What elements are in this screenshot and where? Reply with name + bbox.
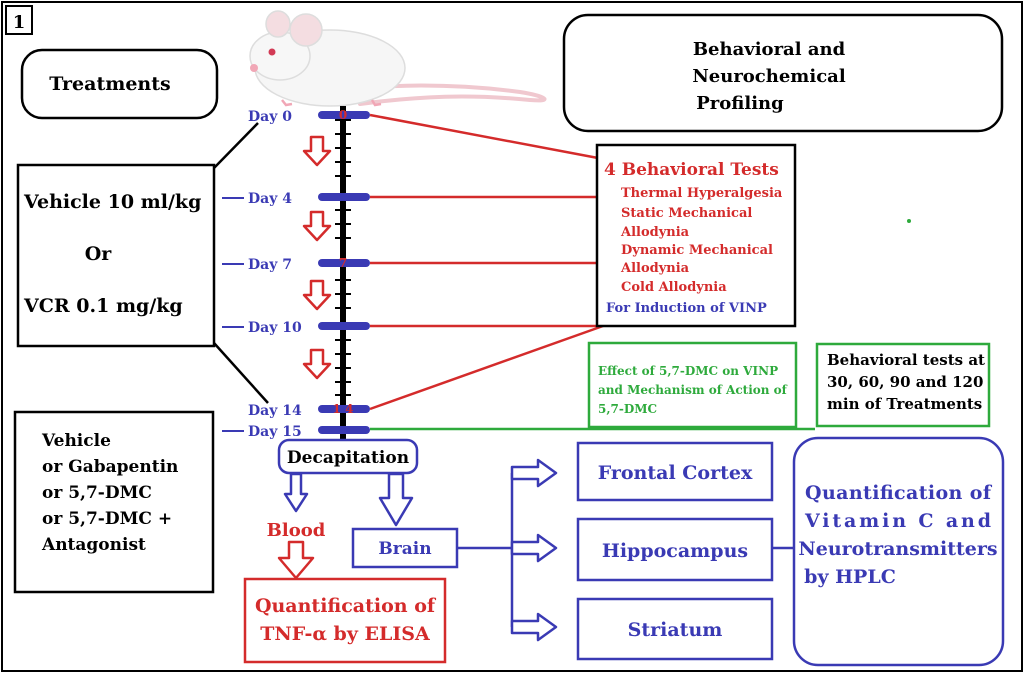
profiling-title-line-2: Neurochemical: [692, 66, 845, 87]
profiling-title-box: [562, 13, 1004, 133]
hplc-line-2: Vitamin C and: [804, 510, 991, 532]
behavioral-tests-title: 4 Behavioral Tests: [604, 160, 779, 180]
effect-line-1: Effect of 5,7-DMC on VINP: [598, 364, 778, 378]
treatment-group-box: [13, 410, 215, 594]
elisa-line-1: Quantification of: [255, 595, 437, 617]
down-arrow-icon: [302, 210, 332, 242]
timing-box: [815, 342, 991, 428]
behavioral-tests-box: [595, 143, 797, 328]
day-label-0: Day 0: [248, 109, 292, 125]
decapitation-label: Decapitation: [287, 448, 409, 468]
blood-label: Blood: [267, 520, 326, 541]
day-label-15: Day 15: [248, 424, 302, 440]
behavioral-test-connectors: [369, 113, 604, 411]
marker-day-4: [318, 193, 370, 201]
day-label-14: Day 14: [248, 403, 302, 419]
induction-or: Or: [85, 243, 113, 265]
down-arrow-icon: [302, 279, 332, 311]
treatment-gabapentin: or Gabapentin: [42, 457, 178, 477]
effect-box: [587, 341, 798, 429]
induction-vcr: VCR 0.1 mg/kg: [23, 295, 183, 317]
timing-line-2: 30, 60, 90 and 120: [827, 373, 983, 391]
behavioral-test-item: Dynamic Mechanical: [621, 243, 773, 258]
marker-day-15: [318, 426, 370, 434]
right-arrow-icon: [510, 458, 558, 488]
induction-connector-top: [213, 122, 259, 169]
green-dot: [907, 219, 911, 223]
down-arrow-icon: [283, 472, 309, 513]
region-hippocampus-box: [576, 517, 774, 582]
brain-box: [351, 527, 459, 569]
induction-connector-bottom: [213, 342, 269, 404]
treatment-vehicle: Vehicle: [41, 431, 111, 451]
treatments-title-box: [20, 48, 219, 120]
behavioral-tests-footer: For Induction of VINP: [606, 301, 767, 316]
timing-line-1: Behavioral tests at: [827, 351, 985, 369]
mouse-illustration: [249, 10, 547, 107]
day-label-4: Day 4: [248, 191, 292, 207]
elisa-box: [243, 577, 447, 664]
marker-label-day-14: 1 4: [333, 402, 354, 416]
timeline-ticks: [335, 119, 351, 396]
induction-group-box: [16, 163, 216, 348]
marker-label-day-0: 0: [339, 108, 347, 122]
region-hippocampus: Hippocampus: [602, 540, 748, 562]
hplc-box: [792, 436, 1005, 667]
marker-day-7: [318, 259, 370, 267]
behavioral-test-item: Allodynia: [620, 261, 690, 276]
decapitation-box: [277, 438, 419, 475]
marker-day-14: [318, 405, 370, 413]
marker-label-day-7: 7: [339, 256, 347, 270]
hplc-line-1: Quantification of: [805, 482, 993, 504]
hplc-line-3: Neurotransmitters: [798, 538, 997, 560]
down-arrow-icon: [302, 348, 332, 380]
effect-line-3: 5,7-DMC: [598, 402, 657, 416]
panel-label-box: [5, 5, 33, 35]
down-arrow-icon: [378, 472, 414, 527]
region-frontal-cortex-box: [576, 441, 774, 502]
behavioral-test-item: Static Mechanical: [621, 206, 752, 221]
panel-label: 1: [13, 12, 26, 33]
profiling-title-line-3: Profiling: [696, 93, 784, 114]
behavioral-test-item: Thermal Hyperalgesia: [621, 186, 783, 201]
day-label-10: Day 10: [248, 320, 302, 336]
down-arrow-icon: [302, 135, 332, 167]
effect-line-2: and Mechanism of Action of: [598, 383, 788, 397]
down-arrow-icon: [277, 540, 315, 580]
treatment-dmc: or 5,7-DMC: [42, 483, 152, 503]
right-arrow-icon: [510, 612, 558, 642]
day-label-7: Day 7: [248, 257, 292, 273]
region-frontal-cortex: Frontal Cortex: [598, 462, 753, 484]
region-striatum: Striatum: [628, 619, 723, 641]
elisa-line-2: TNF-α by ELISA: [260, 623, 430, 645]
behavioral-test-item: Cold Allodynia: [621, 280, 727, 295]
behavioral-test-item: Allodynia: [620, 225, 690, 240]
marker-day-10: [318, 322, 370, 330]
timing-line-3: min of Treatments: [827, 395, 982, 413]
treatment-antagonist: Antagonist: [41, 535, 146, 555]
marker-day-0: [318, 111, 370, 119]
region-striatum-box: [576, 597, 774, 661]
treatment-dmc-plus: or 5,7-DMC +: [42, 509, 172, 529]
treatments-title: Treatments: [49, 73, 170, 95]
profiling-title-line-1: Behavioral and: [693, 39, 846, 60]
hplc-line-4: by HPLC: [804, 566, 896, 588]
brain-label: Brain: [378, 539, 431, 559]
right-arrow-icon: [510, 533, 558, 563]
induction-vehicle: Vehicle 10 ml/kg: [23, 191, 201, 213]
